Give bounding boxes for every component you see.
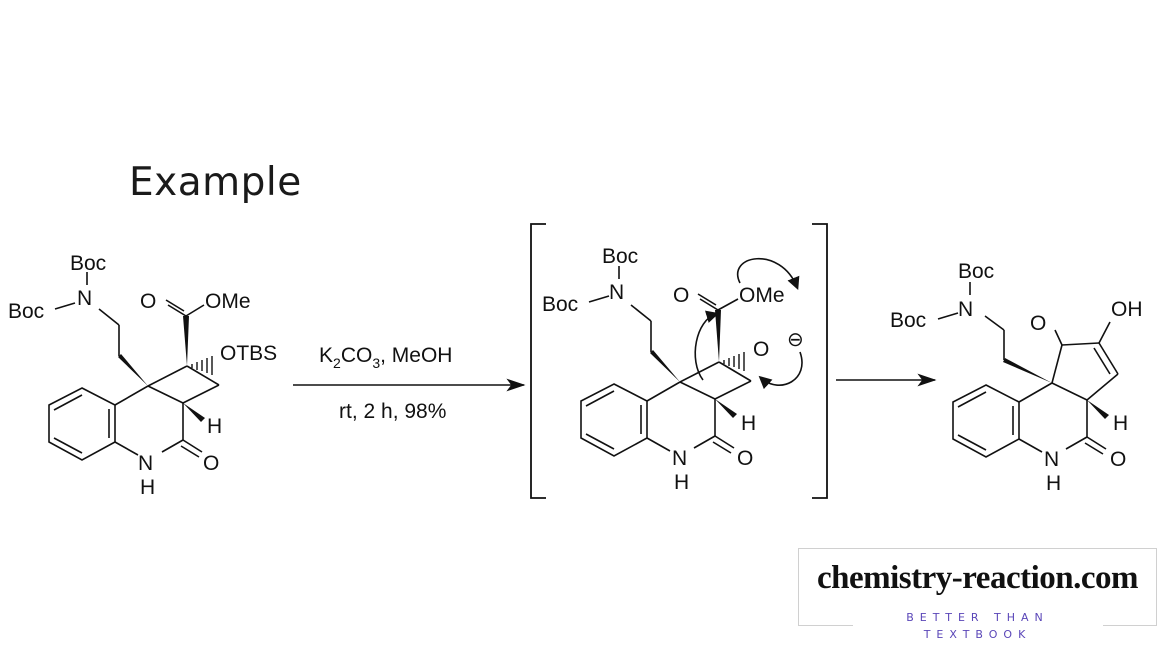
conditions-label: rt, 2 h, 98% [339,400,446,423]
svg-text:O: O [673,284,689,307]
svg-text:O: O [1030,312,1046,335]
starting-material-labels: Boc Boc N O OMe OTBS H N H O [8,252,277,499]
starting-material [48,272,220,461]
logo-frame-gap [853,621,1103,627]
svg-text:Boc: Boc [70,252,106,275]
svg-text:Boc: Boc [542,293,578,316]
svg-text:O: O [140,290,156,313]
svg-text:N: N [77,287,92,310]
svg-text:Boc: Boc [958,260,994,283]
reaction-arrow: K2CO3, MeOH rt, 2 h, 98% [293,344,526,423]
svg-text:H: H [1046,472,1061,495]
svg-text:O: O [203,452,219,475]
svg-text:Boc: Boc [890,309,926,332]
intermediate-labels: Boc Boc N O OMe O ⊖ H N H O [542,245,804,494]
svg-text:H: H [140,476,155,499]
svg-text:H: H [207,415,222,438]
reagents-label: K2CO3, MeOH [319,344,452,371]
svg-text:H: H [741,412,756,435]
intermediate [580,257,803,457]
svg-text:H: H [674,471,689,494]
site-logo[interactable]: chemistry-reaction.com BETTER THAN TEXTB… [798,548,1157,641]
svg-text:Boc: Boc [602,245,638,268]
svg-text:OMe: OMe [205,290,251,313]
svg-text:N: N [609,281,624,304]
svg-text:Boc: Boc [8,300,44,323]
intermediate-brackets [530,223,828,499]
svg-text:N: N [138,452,153,475]
svg-text:O: O [737,447,753,470]
logo-tagline-2: TEXTBOOK [923,628,1032,641]
product [937,282,1119,458]
product-labels: Boc Boc N O OH H N H O [890,260,1143,495]
logo-frame [798,548,1157,626]
svg-text:N: N [1044,448,1059,471]
svg-text:H: H [1113,412,1128,435]
logo-site-name: chemistry-reaction.com [816,560,1139,596]
svg-text:⊖: ⊖ [787,329,804,351]
svg-text:N: N [672,447,687,470]
svg-text:OTBS: OTBS [220,342,277,365]
svg-text:N: N [958,298,973,321]
svg-text:OMe: OMe [739,284,785,307]
page-title: Example [129,160,302,205]
svg-text:OH: OH [1111,298,1143,321]
svg-text:O: O [753,338,769,361]
svg-text:O: O [1110,448,1126,471]
logo-tagline-1: BETTER THAN [906,611,1049,624]
